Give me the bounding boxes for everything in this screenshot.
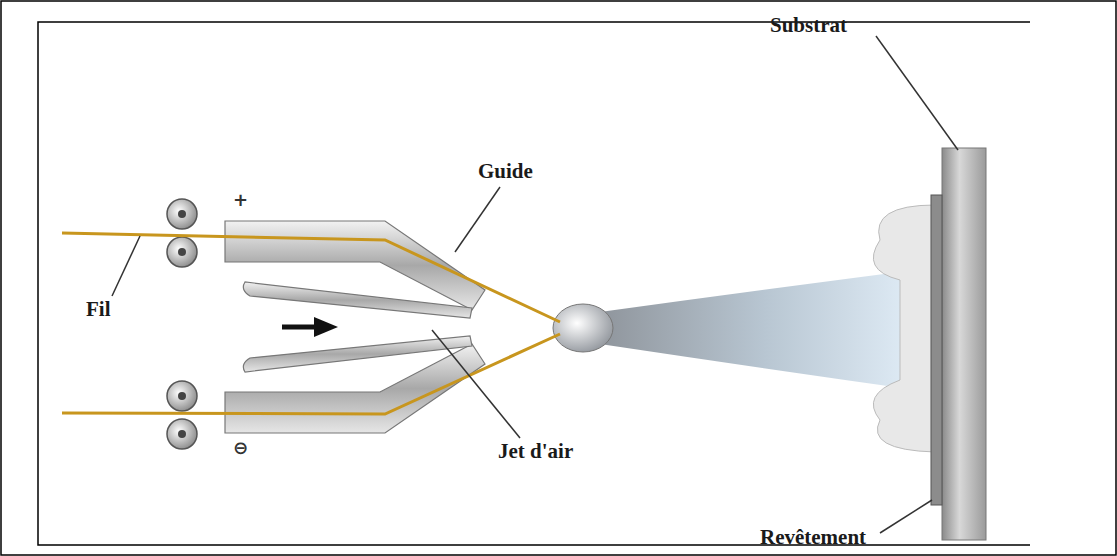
part-label: Jet d'air <box>498 440 573 463</box>
polarity-sign: ⊖ <box>233 438 248 458</box>
part-label: Guide <box>478 160 533 183</box>
part-label: Revêtement <box>760 526 866 549</box>
polarity-sign: + <box>233 190 248 210</box>
part-label: Substrat <box>770 14 847 37</box>
part-label: Fil <box>86 298 111 321</box>
